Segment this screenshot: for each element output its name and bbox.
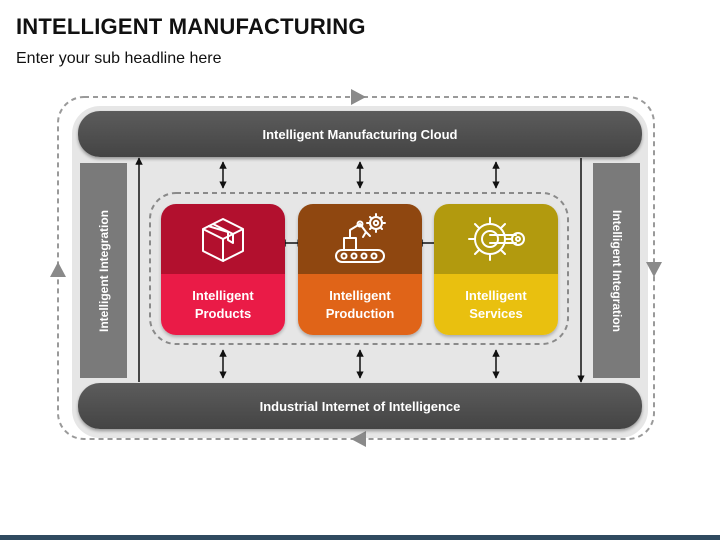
card-services-line1: Intelligent (465, 287, 527, 303)
integration-right-label: Intelligent Integration (609, 209, 624, 332)
card-products-line1: Intelligent (192, 287, 254, 303)
integration-left-label: Intelligent Integration (96, 209, 111, 332)
card-intelligent-services: Intelligent Services (434, 204, 558, 335)
loop-arrow-up (50, 262, 66, 277)
loop-arrow-down (646, 262, 662, 277)
card-production-line1: Intelligent (329, 287, 391, 303)
loop-arrow-right (351, 89, 366, 105)
footer-strip (0, 535, 720, 540)
gear-wrench-icon (468, 217, 525, 261)
box-icon (202, 218, 244, 262)
integration-left: Intelligent Integration (80, 163, 127, 378)
card-intelligent-products: Intelligent Products (161, 204, 285, 335)
page-subtitle: Enter your sub headline here (16, 50, 222, 67)
industrial-internet-bar: Industrial Internet of Intelligence (78, 383, 642, 429)
conveyor-robot-icon (335, 213, 386, 263)
card-intelligent-production: Intelligent Production (298, 204, 422, 335)
integration-right: Intelligent Integration (593, 163, 640, 378)
page-title: INTELLIGENT MANUFACTURING (16, 14, 366, 39)
card-products-line2: Products (194, 305, 252, 321)
cloud-bar: Intelligent Manufacturing Cloud (78, 111, 642, 157)
card-production-line2: Production (325, 305, 395, 321)
card-services-line2: Services (469, 305, 523, 321)
